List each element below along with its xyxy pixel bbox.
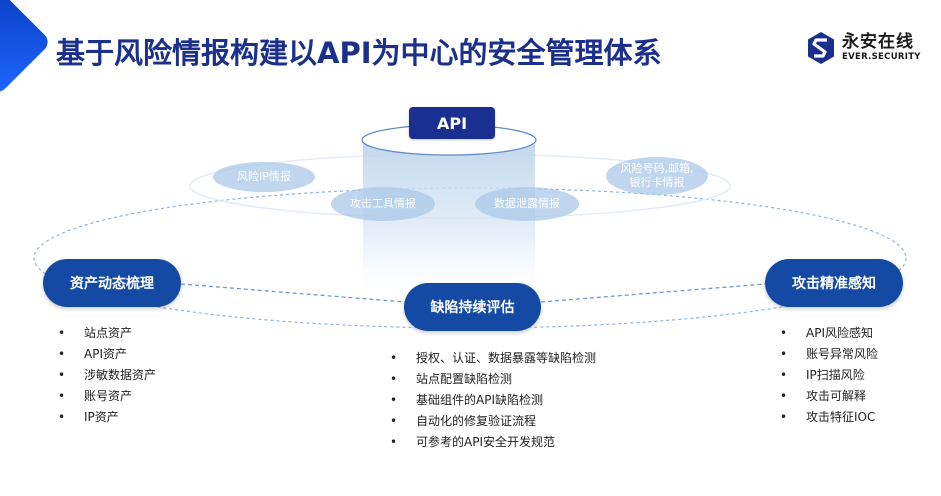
intel-bubble-risk-phone-email-card: 风险号码,邮箱,银行卡情报 [606, 157, 708, 195]
list-item: 可参考的API安全开发规范 [390, 432, 596, 453]
list-item: 站点配置缺陷检测 [390, 369, 596, 390]
brand-logo: 永安在线 EVER.SECURITY [806, 30, 921, 66]
list-item: IP扫描风险 [780, 365, 878, 386]
connector-right [540, 283, 766, 303]
logo-name-cn: 永安在线 [842, 32, 914, 52]
pillar-attack-detection: 攻击精准感知 [765, 259, 903, 307]
pillar-vulnerability-assessment: 缺陷持续评估 [404, 283, 541, 331]
intel-bubble-attack-tools: 攻击工具情报 [331, 187, 435, 221]
list-item: 攻击特征IOC [780, 407, 878, 428]
intel-bubble-risk-ip: 风险IP情报 [213, 162, 315, 192]
pillar-asset-discovery: 资产动态梳理 [43, 259, 181, 307]
api-label-box: API [409, 107, 495, 139]
vulnerability-list: 授权、认证、数据暴露等缺陷检测 站点配置缺陷检测 基础组件的API缺陷检测 自动… [390, 348, 596, 453]
ever-security-logo-icon [808, 32, 834, 64]
list-item: 自动化的修复验证流程 [390, 411, 596, 432]
page-title: 基于风险情报构建以API为中心的安全管理体系 [56, 36, 662, 70]
connector-left [180, 283, 406, 303]
asset-list: 站点资产 API资产 涉敏数据资产 账号资产 IP资产 [58, 323, 156, 428]
list-item: 攻击可解释 [780, 386, 878, 407]
list-item: IP资产 [58, 407, 156, 428]
list-item: API风险感知 [780, 323, 878, 344]
intel-bubble-data-leak: 数据泄露情报 [475, 187, 579, 221]
list-item: 站点资产 [58, 323, 156, 344]
list-item: 授权、认证、数据暴露等缺陷检测 [390, 348, 596, 369]
list-item: 账号异常风险 [780, 344, 878, 365]
list-item: 账号资产 [58, 386, 156, 407]
attack-detection-list: API风险感知 账号异常风险 IP扫描风险 攻击可解释 攻击特征IOC [780, 323, 878, 428]
list-item: API资产 [58, 344, 156, 365]
list-item: 基础组件的API缺陷检测 [390, 390, 596, 411]
logo-name-en: EVER.SECURITY [842, 52, 921, 62]
list-item: 涉敏数据资产 [58, 365, 156, 386]
